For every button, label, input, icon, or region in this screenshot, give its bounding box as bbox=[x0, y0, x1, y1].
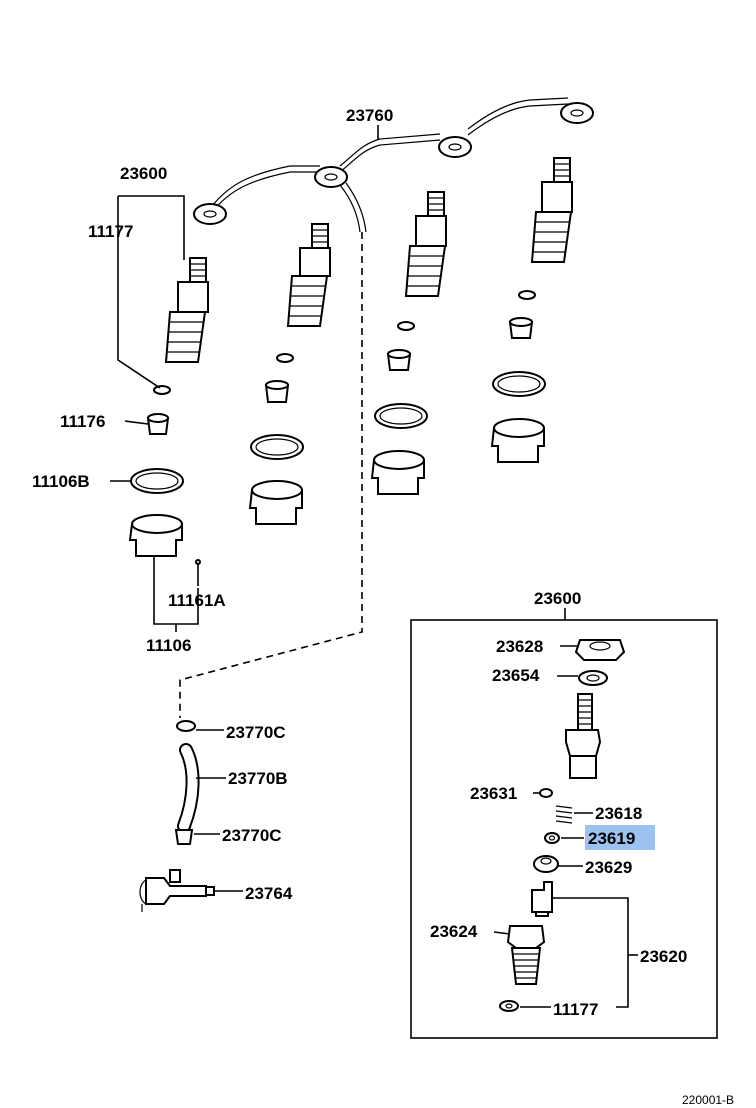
union-23764[interactable] bbox=[139, 869, 215, 912]
label-23770B: 23770B bbox=[228, 769, 288, 788]
label-11106: 11106 bbox=[146, 636, 191, 655]
label-23631: 23631 bbox=[470, 784, 517, 803]
label-23654: 23654 bbox=[492, 666, 540, 685]
injector-2[interactable] bbox=[286, 223, 331, 327]
holder-body[interactable] bbox=[565, 693, 602, 779]
injector-4[interactable] bbox=[530, 157, 573, 263]
seat-23619[interactable] bbox=[544, 832, 560, 844]
label-23619[interactable]: 23619 bbox=[588, 829, 635, 848]
gasket-11106B-3[interactable] bbox=[374, 403, 428, 429]
label-23618: 23618 bbox=[595, 804, 642, 823]
label-23764: 23764 bbox=[245, 884, 293, 903]
seat-11176-4[interactable] bbox=[508, 317, 534, 339]
gasket-11106B-4[interactable] bbox=[492, 371, 546, 397]
return-pipe-23760[interactable] bbox=[193, 97, 594, 233]
clip-23770C-lower[interactable] bbox=[174, 829, 194, 845]
washer-23654[interactable] bbox=[578, 670, 608, 686]
label-23628: 23628 bbox=[496, 637, 543, 656]
retaining-nut-23624[interactable] bbox=[506, 925, 546, 985]
label-23620: 23620 bbox=[640, 947, 687, 966]
washer-11177-box[interactable] bbox=[499, 1000, 519, 1012]
highlight-23619 bbox=[585, 825, 655, 850]
label-23600-box: 23600 bbox=[534, 589, 581, 608]
label-23760: 23760 bbox=[346, 106, 393, 125]
hose-23770B[interactable] bbox=[177, 743, 200, 833]
gasket-11106B-1[interactable] bbox=[130, 468, 184, 494]
label-23629: 23629 bbox=[585, 858, 632, 877]
reference-code: 220001-B bbox=[682, 1093, 734, 1107]
washer-11177-1[interactable] bbox=[153, 385, 171, 395]
sleeve-11106-3[interactable] bbox=[370, 450, 425, 495]
injector-1[interactable] bbox=[164, 257, 209, 363]
injector-3[interactable] bbox=[404, 191, 447, 297]
seat-11176-2[interactable] bbox=[264, 380, 290, 403]
sleeve-11106-4[interactable] bbox=[490, 418, 545, 463]
pin-11161A[interactable] bbox=[195, 559, 201, 586]
label-23600-top: 23600 bbox=[120, 164, 167, 183]
spring-23618[interactable] bbox=[555, 805, 573, 824]
label-23770C-upper: 23770C bbox=[226, 723, 286, 742]
spacer-23629[interactable] bbox=[533, 855, 559, 873]
label-11106B: 11106B bbox=[32, 472, 90, 491]
seat-11176-1[interactable] bbox=[146, 413, 170, 435]
detail-box-23600 bbox=[410, 619, 718, 1039]
sleeve-11106-2[interactable] bbox=[248, 480, 303, 525]
label-11176: 11176 bbox=[60, 412, 105, 431]
clip-23770C-upper[interactable] bbox=[176, 720, 196, 732]
nozzle-23620[interactable] bbox=[531, 881, 553, 917]
label-23624: 23624 bbox=[430, 922, 478, 941]
seat-11176-3[interactable] bbox=[386, 349, 412, 371]
nut-23628[interactable] bbox=[574, 639, 626, 661]
label-23770C-lower: 23770C bbox=[222, 826, 282, 845]
washer-11177-4[interactable] bbox=[518, 290, 536, 300]
pin-23631[interactable] bbox=[539, 788, 553, 798]
gasket-11106B-2[interactable] bbox=[250, 434, 304, 460]
washer-11177-2[interactable] bbox=[276, 353, 294, 363]
label-11177-box: 11177 bbox=[553, 1000, 598, 1019]
washer-11177-3[interactable] bbox=[397, 321, 415, 331]
sleeve-11106-1[interactable] bbox=[128, 514, 183, 557]
label-11161A: 11161A bbox=[168, 591, 226, 610]
label-11177-top: 11177 bbox=[88, 222, 133, 241]
